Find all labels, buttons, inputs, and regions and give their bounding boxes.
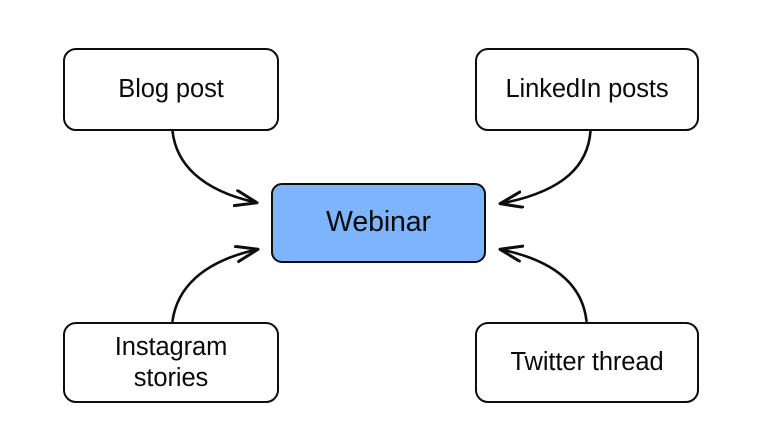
- connector-blog-post-to-webinar: [171, 129, 257, 203]
- node-linkedin-posts[interactable]: LinkedIn posts: [475, 48, 699, 131]
- node-blog-post[interactable]: Blog post: [63, 48, 279, 131]
- connector-instagram-stories-to-webinar: [171, 250, 258, 323]
- node-instagram-stories-label: Instagram stories: [114, 333, 228, 392]
- connector-twitter-thread-to-webinar: [501, 250, 588, 323]
- node-webinar-label: Webinar: [326, 206, 431, 239]
- node-twitter-thread-label: Twitter thread: [510, 348, 664, 377]
- node-instagram-stories[interactable]: Instagram stories: [63, 322, 279, 403]
- node-linkedin-posts-label: LinkedIn posts: [505, 75, 669, 104]
- node-blog-post-label: Blog post: [118, 75, 224, 104]
- node-twitter-thread[interactable]: Twitter thread: [475, 322, 699, 403]
- connector-linkedin-posts-to-webinar: [501, 129, 592, 204]
- node-webinar[interactable]: Webinar: [271, 183, 486, 263]
